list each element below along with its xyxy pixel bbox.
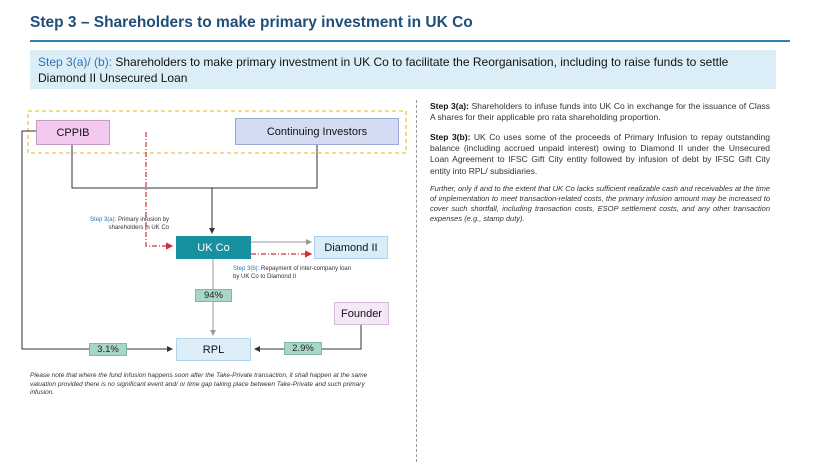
right-step3a-label: Step 3(a): — [430, 101, 469, 111]
page-title: Step 3 – Shareholders to make primary in… — [30, 14, 473, 31]
step3b-note-label: Step 3(b): — [233, 266, 260, 272]
founder-node: Founder — [334, 302, 389, 325]
step3a-dashed-arrow — [145, 132, 174, 250]
vertical-divider — [416, 100, 417, 462]
continuing-investors-node: Continuing Investors — [235, 118, 399, 145]
subtitle-step-label: Step 3(a)/ (b): — [38, 55, 113, 69]
founder-rpl-share-badge: 2.9% — [284, 342, 322, 355]
cppib-rpl-share-badge: 3.1% — [89, 343, 127, 356]
right-step3b-label: Step 3(b): — [430, 132, 471, 142]
rpl-node: RPL — [176, 338, 251, 361]
ukco-node: UK Co — [176, 236, 251, 259]
subtitle-banner: Step 3(a)/ (b): Shareholders to make pri… — [30, 50, 776, 89]
shareholders-group-outline — [27, 110, 407, 154]
right-paragraph-step3b: Step 3(b): UK Co uses some of the procee… — [430, 132, 770, 177]
step3a-note-text: Primary infusion by shareholders in UK C… — [108, 217, 169, 231]
right-step3a-text: Shareholders to infuse funds into UK Co … — [430, 101, 770, 123]
subtitle-text: Shareholders to make primary investment … — [38, 55, 729, 85]
right-paragraph-step3a: Step 3(a): Shareholders to infuse funds … — [430, 101, 770, 123]
diamond2-node: Diamond II — [314, 236, 388, 259]
right-step3b-text: UK Co uses some of the proceeds of Prima… — [430, 132, 770, 176]
ukco-rpl-share-badge: 94% — [195, 289, 232, 302]
footnote: Please note that where the fund infusion… — [30, 372, 368, 396]
right-paragraph-note: Further, only if and to the extent that … — [430, 184, 770, 223]
cppib-to-ukco-line — [71, 145, 212, 189]
cppib-node: CPPIB — [36, 120, 110, 145]
ci-to-ukco-line — [212, 145, 318, 189]
title-underline — [30, 40, 790, 42]
cppib-to-rpl-line — [21, 130, 173, 352]
step3a-diagram-note: Step 3(a): Primary infusion by sharehold… — [69, 217, 169, 232]
step3b-diagram-note: Step 3(b): Repayment of inter-company lo… — [233, 266, 358, 281]
step3a-note-label: Step 3(a): — [89, 217, 117, 223]
step3b-note-text: Repayment of inter-company loan by UK Co… — [233, 266, 352, 280]
